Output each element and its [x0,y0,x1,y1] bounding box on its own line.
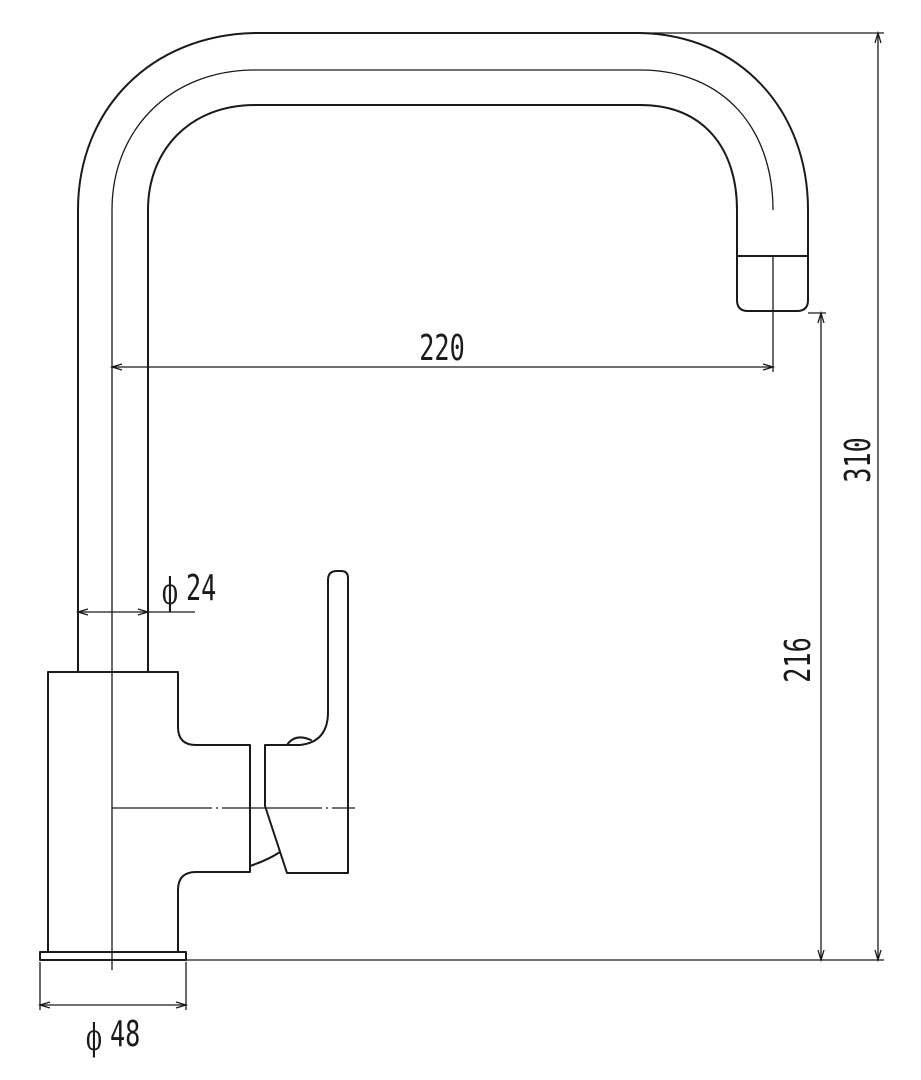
diameter-symbol: ϕ [86,1018,102,1060]
dimension-base-diameter: ϕ 48 [37,962,189,1060]
aerator [736,209,809,312]
dimension-label-spout-height: 216 [778,637,820,683]
dimension-label-total-height: 310 [838,437,880,483]
dimension-label-tube-diameter: 24 [186,568,216,610]
centre-lines [111,210,355,970]
spout-tube [77,32,809,673]
lever-handle [249,570,349,874]
dimension-spout-height: 216 [778,310,826,963]
dimension-tube-diameter: ϕ 24 [75,568,216,616]
dimension-label-spout-reach: 220 [419,328,465,370]
dimension-total-height: 310 [186,30,884,963]
diameter-symbol: ϕ [162,572,178,614]
dimension-spout-reach: 220 [109,311,776,372]
tap-body [39,671,251,961]
dimension-label-base-diameter: 48 [110,1014,140,1056]
